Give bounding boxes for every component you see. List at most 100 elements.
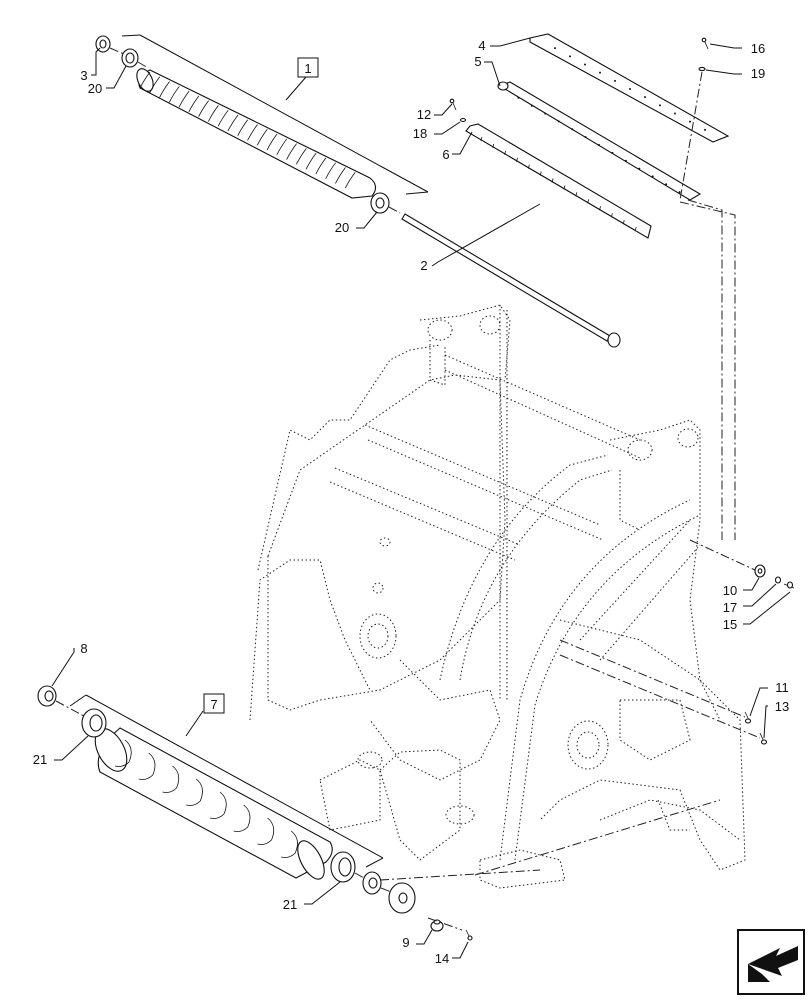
spiral-stripe — [247, 124, 258, 141]
spiral-stripe — [344, 171, 356, 189]
callout-5: 5 — [474, 54, 481, 69]
callout-8: 8 — [80, 641, 87, 656]
spiral-stripe — [335, 167, 346, 184]
scraper-tooth — [587, 199, 590, 204]
bolt-11 — [744, 711, 752, 724]
spacer-ring — [362, 871, 382, 895]
bar-hole — [517, 96, 520, 99]
washer-19 — [698, 66, 706, 72]
spiral-stripe — [296, 148, 307, 165]
scraper-tooth — [492, 143, 495, 148]
scraper-tooth — [611, 213, 613, 218]
scraper-tooth — [504, 150, 506, 155]
scraper-tooth — [539, 171, 542, 176]
roller-flight — [281, 830, 298, 858]
scraper-hole — [554, 47, 556, 50]
bar-hole — [678, 191, 681, 194]
callout-labels: 2 3 4 5 6 8 9 10 11 12 13 14 15 16 17 18… — [33, 38, 789, 966]
bearing-20-top — [121, 48, 139, 68]
spiral-stripe — [178, 90, 190, 108]
callout-12: 12 — [417, 107, 431, 122]
scraper-tooth — [563, 185, 566, 190]
scraper-bar-5 — [497, 81, 702, 201]
main-frame — [249, 304, 746, 889]
scraper-hole — [569, 55, 571, 58]
spiral-roller — [136, 68, 377, 199]
bolt-15 — [783, 581, 795, 589]
scraper-tooth — [622, 220, 625, 225]
upper-roller-assembly — [95, 34, 429, 214]
callout-21-right: 21 — [283, 897, 297, 912]
scraper-hole — [629, 88, 631, 90]
scraper-tooth — [599, 206, 601, 211]
scraper-hole — [644, 96, 646, 99]
callout-boxes: 1 7 — [203, 57, 319, 714]
callout-14: 14 — [435, 951, 449, 966]
callout-6: 6 — [442, 147, 449, 162]
spiral-stripe — [305, 152, 317, 170]
bar-hole — [665, 183, 668, 186]
bolt-13 — [759, 732, 768, 745]
bar-hole — [624, 159, 627, 162]
bar-hole — [638, 167, 641, 170]
bar-hole — [530, 104, 533, 107]
shaft — [401, 213, 621, 348]
sprocket-disc — [388, 882, 416, 914]
spiral-stripe — [266, 133, 278, 151]
spiral-stripe — [276, 138, 288, 155]
bolt-14 — [465, 929, 473, 941]
spiral-stripe — [139, 71, 151, 89]
callout-4: 4 — [478, 38, 485, 53]
scraper-6 — [465, 123, 652, 239]
scraper-hole — [614, 79, 616, 82]
scraper-hole — [674, 112, 676, 115]
callout-13: 13 — [775, 699, 789, 714]
spiral-stripe — [159, 81, 170, 98]
spiral-stripe — [217, 109, 229, 127]
bar-hole — [584, 136, 587, 139]
callout-20-bottom: 20 — [335, 220, 349, 235]
bar-hole — [611, 151, 614, 154]
washer-10 — [754, 564, 766, 578]
spiral-stripe — [198, 100, 209, 117]
callout-10: 10 — [723, 583, 737, 598]
bearing-flange-8 — [37, 685, 57, 707]
scraper-tooth — [480, 136, 483, 142]
leader-lines — [51, 37, 791, 959]
bar-hole — [544, 112, 547, 115]
spiral-stripe — [237, 119, 249, 136]
scraper-tooth — [516, 157, 518, 162]
roller-flight — [114, 739, 132, 767]
bar-hole — [598, 144, 600, 146]
roller-flight — [233, 804, 251, 832]
scraper-tooth — [634, 226, 637, 232]
spiral-stripe — [256, 129, 268, 146]
scraper-tooth — [575, 192, 578, 197]
callout-18: 18 — [413, 126, 427, 141]
callout-9: 9 — [402, 935, 409, 950]
lower-roller-assembly — [37, 685, 416, 914]
spiral-stripe — [149, 76, 161, 93]
smooth-roller — [94, 727, 333, 880]
spiral-stripe — [188, 95, 200, 113]
callout-7: 7 — [210, 697, 217, 712]
bearing-20-bottom — [370, 192, 390, 214]
roller-flight — [186, 778, 203, 806]
callout-2: 2 — [420, 258, 427, 273]
callout-15: 15 — [723, 617, 737, 632]
callout-17: 17 — [723, 600, 737, 615]
roller-flight — [162, 765, 180, 793]
bolt-12 — [449, 98, 457, 111]
bar-hole — [557, 120, 560, 123]
spiral-stripe — [227, 114, 239, 132]
callout-16: 16 — [751, 41, 765, 56]
arrow-corner-icon[interactable] — [737, 929, 805, 995]
scraper-hole — [689, 120, 691, 123]
washer-18 — [459, 117, 467, 123]
callout-21-left: 21 — [33, 752, 47, 767]
spiral-stripe — [325, 162, 337, 179]
bar-hole — [571, 128, 574, 131]
spiral-stripe — [286, 143, 297, 160]
scraper-4 — [529, 33, 730, 143]
